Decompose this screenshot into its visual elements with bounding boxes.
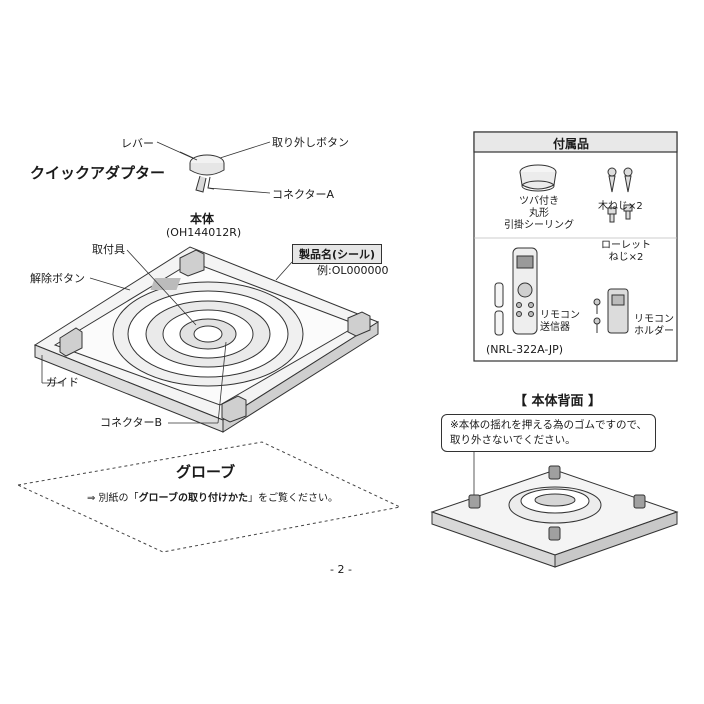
- ceiling-label-line-3: 引掛シーリング: [504, 220, 574, 231]
- adapter-leader-lines: [156, 141, 271, 194]
- back-note-line-2: 取り外さないでください。: [450, 434, 576, 446]
- main-body-model: (OH144012R): [166, 226, 242, 239]
- ceiling-label-line-1: ツバ付き: [519, 196, 559, 207]
- ceiling-rosette-illustration: [519, 164, 557, 192]
- remote-label-line-1: リモコン: [540, 310, 580, 321]
- product-name-label: 製品名(シール): [292, 244, 383, 264]
- guide-label: ガイド: [46, 376, 79, 389]
- ceiling-rosette-label: ツバ付き 丸形 引掛シーリング: [498, 196, 580, 232]
- back-view-note: ※本体の揺れを押える為のゴムですので、 取り外さないでください。: [441, 414, 657, 452]
- globe-title: グローブ: [176, 463, 236, 481]
- knurled-label-line-2: ねじ×2: [608, 252, 644, 263]
- main-body-illustration: [33, 246, 380, 433]
- back-note-line-1: ※本体の揺れを押える為のゴムですので、: [450, 419, 648, 431]
- accessories-title: 付属品: [553, 137, 590, 151]
- knurled-screws-illustration: [607, 204, 633, 223]
- globe-note-emphasis: グローブの取り付けかた: [138, 493, 248, 504]
- holder-label-line-2: ホルダー: [634, 326, 674, 337]
- connector-b-label: コネクターB: [100, 416, 163, 429]
- remote-model: (NRL-322A-JP): [486, 343, 564, 356]
- globe-note: ⇒ 別紙の「グローブの取り付けかた」をご覧ください。: [87, 489, 338, 504]
- back-view-illustration: [430, 465, 679, 568]
- product-name-example: 例:OL000000: [317, 264, 389, 277]
- wood-screw-label: 木ねじ×2: [598, 201, 643, 212]
- globe-note-suffix: 」をご覧ください。: [247, 493, 338, 504]
- holder-illustration: [593, 288, 629, 334]
- knurled-label-line-1: ローレット: [601, 240, 651, 251]
- remote-label-line-2: 送信器: [540, 322, 570, 333]
- release-button-label: 取り外しボタン: [272, 136, 349, 149]
- holder-label-line-1: リモコン: [634, 314, 674, 325]
- globe-note-prefix: ⇒ 別紙の「: [87, 493, 139, 504]
- accessories-frame: [473, 131, 678, 362]
- mount-label: 取付具: [92, 243, 125, 256]
- main-body-leader-lines: [41, 249, 293, 424]
- remote-illustration: [494, 247, 538, 336]
- page-number: - 2 -: [330, 563, 352, 576]
- quick-adapter-illustration: [179, 151, 225, 193]
- back-view-title: 【 本体背面 】: [514, 394, 602, 409]
- holder-label: リモコン ホルダー: [634, 314, 674, 338]
- knurled-screw-label: ローレット ねじ×2: [597, 240, 655, 264]
- remote-label: リモコン 送信器: [540, 310, 580, 334]
- quick-adapter-title: クイックアダプター: [30, 164, 166, 182]
- wood-screws-illustration: [607, 167, 633, 193]
- ceiling-label-line-2: 丸形: [529, 208, 549, 219]
- main-body-title: 本体: [190, 212, 215, 226]
- unlock-button-label: 解除ボタン: [30, 272, 85, 285]
- lever-label: レバー: [121, 137, 154, 150]
- connector-a-label: コネクターA: [272, 188, 335, 201]
